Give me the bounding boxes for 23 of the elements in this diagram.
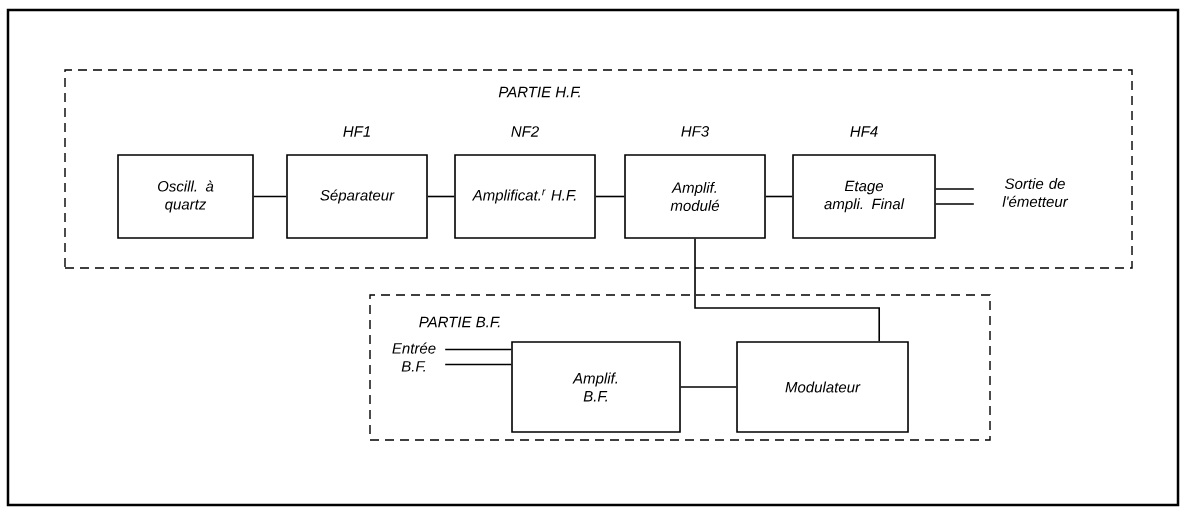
connector-line [935,203,975,205]
block-box: Etage ampli. Final [792,154,936,239]
connector-line [444,348,512,351]
connector-line [427,195,455,198]
connector-line [444,363,512,366]
connector-line [765,195,793,198]
terminal-label: Entrée B.F. [392,342,436,372]
block-box: Modulateur [736,341,909,433]
connector-line [680,386,737,388]
block-box: Amplif. B.F. [511,341,681,433]
block-box: Oscill. à quartz [117,154,254,239]
connector-line [253,195,287,198]
stage-label: HF1 [343,126,370,137]
stage-label: NF2 [511,126,539,137]
connector-line [694,238,880,342]
terminal-label: Sortie de l'émetteur [1002,178,1069,207]
connector-line [595,195,625,198]
stage-label: HF4 [850,126,878,137]
block-box: Amplif. modulé [624,154,766,239]
block-box: Amplificat.$^{r}$ H.F. [454,154,596,239]
stage-label: HF3 [681,126,710,137]
connector-line [935,188,975,190]
block-box: Séparateur [286,154,428,239]
